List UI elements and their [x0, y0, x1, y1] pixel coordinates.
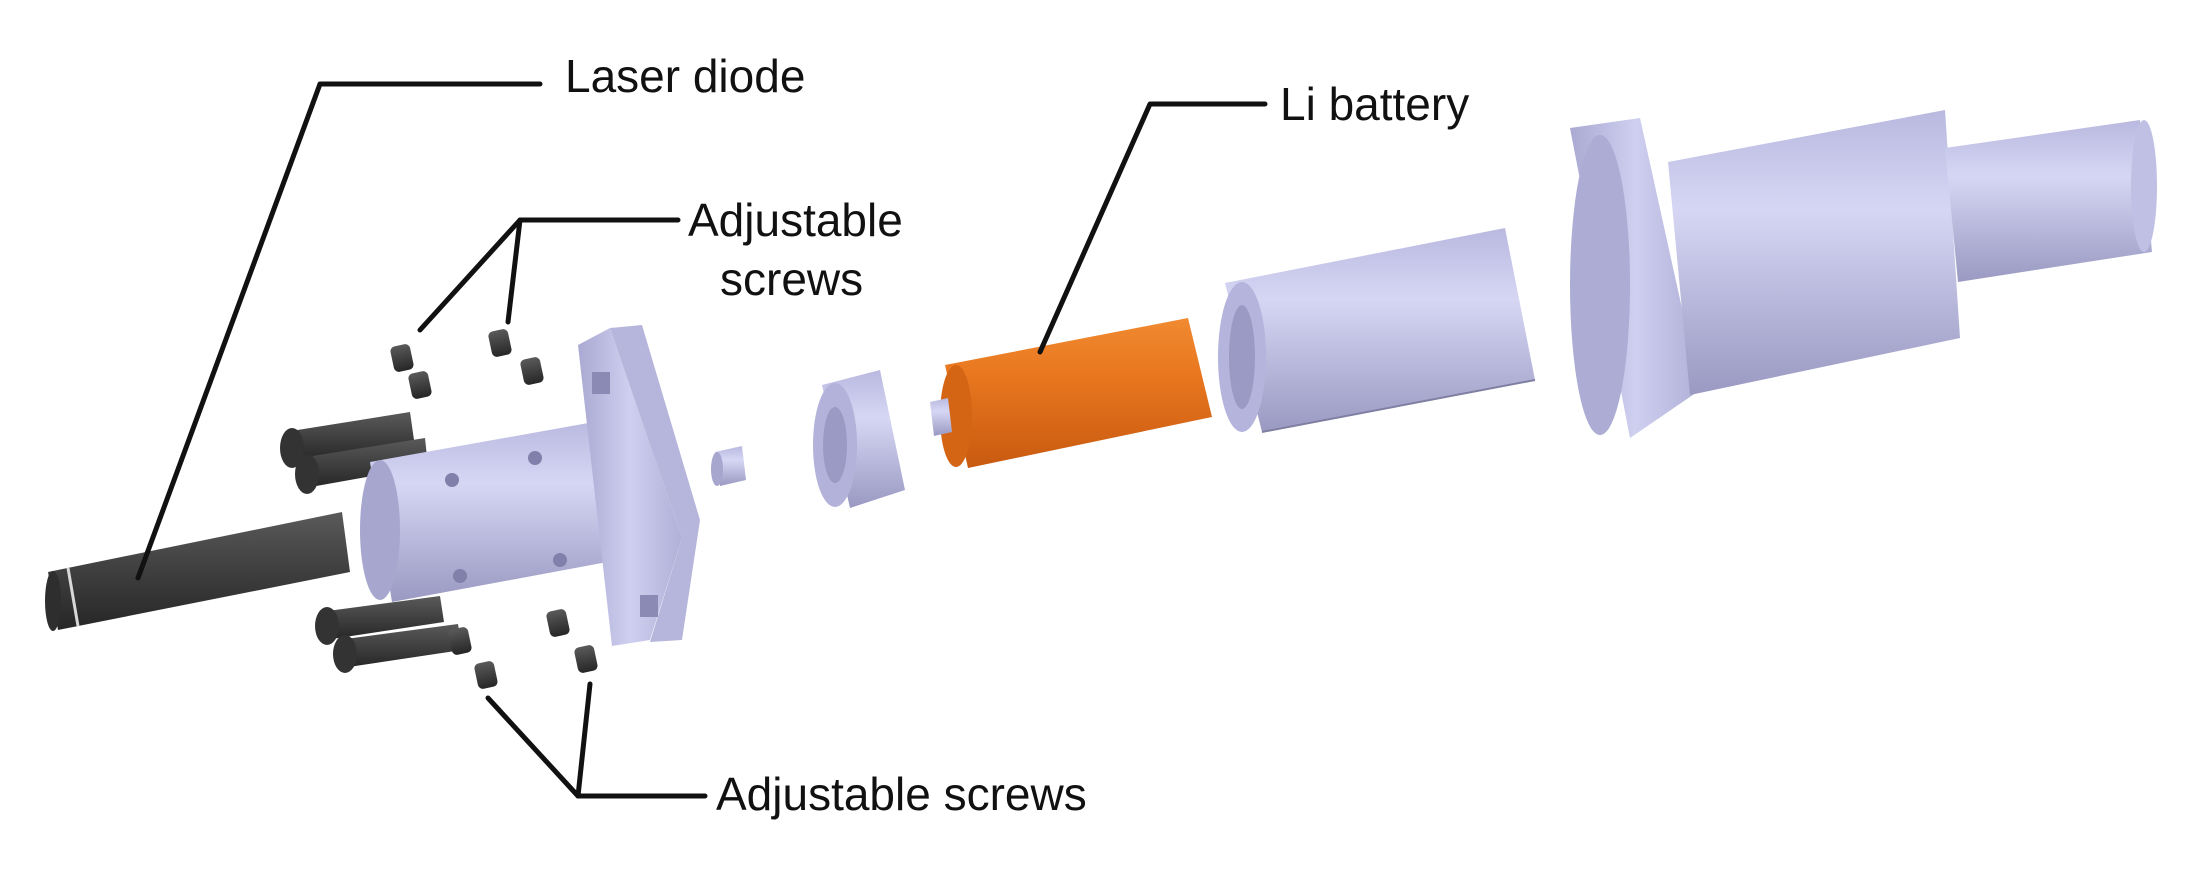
label-adjustable-screws-bottom: Adjustable screws	[716, 768, 1087, 820]
end-housing-part	[1570, 110, 2157, 438]
leader-screws-bottom	[485, 695, 708, 799]
leader-screws-bottom-branch	[575, 681, 593, 799]
label-laser-diode: Laser diode	[565, 50, 805, 102]
bolts-upper	[280, 412, 428, 494]
cap-ring	[813, 370, 905, 508]
holder-with-flange	[360, 325, 700, 646]
laser-diode-part	[45, 512, 350, 631]
leader-screws-top-branch	[505, 217, 523, 325]
leader-li-battery	[1037, 101, 1268, 355]
tube-part	[1218, 228, 1536, 433]
li-battery-part	[930, 318, 1212, 468]
set-screws-upper	[390, 329, 544, 399]
leader-lines	[135, 81, 1268, 799]
set-screws-lower	[448, 609, 598, 689]
label-li-battery: Li battery	[1280, 78, 1469, 130]
leader-screws-top	[417, 217, 681, 333]
spacer-cylinder	[711, 446, 746, 486]
bolts-lower	[315, 596, 462, 673]
leader-laser-diode	[135, 81, 543, 581]
label-adjustable-screws-top-line2: screws	[720, 253, 863, 305]
label-adjustable-screws-top-line1: Adjustable	[688, 194, 903, 246]
